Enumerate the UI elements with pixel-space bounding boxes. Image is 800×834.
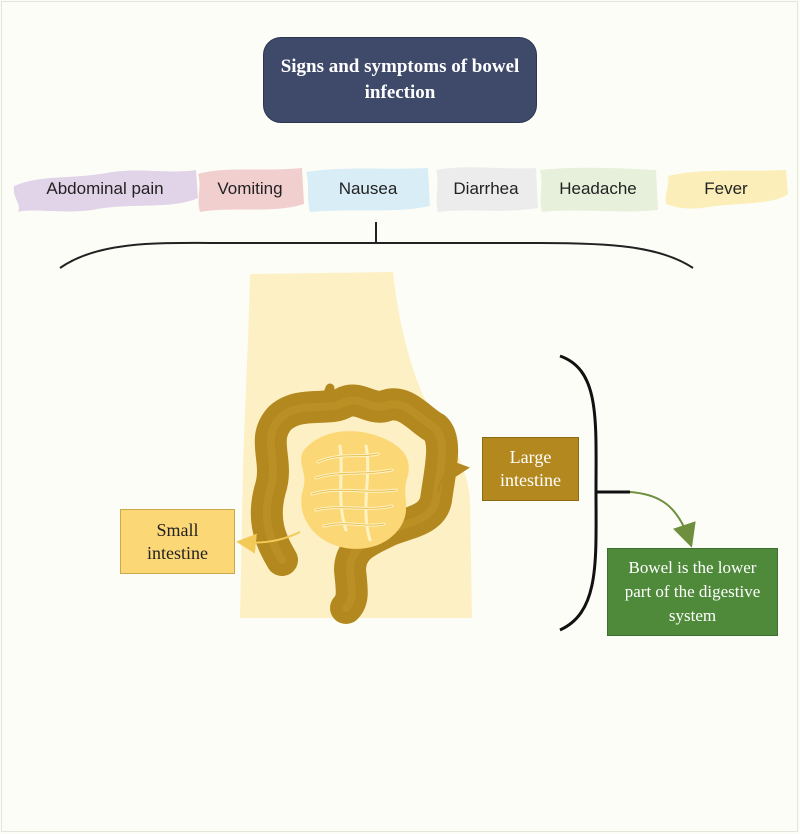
symptom-label: Abdominal pain bbox=[46, 179, 164, 198]
brush-stroke-abdominal-pain bbox=[13, 170, 198, 212]
symptom-label: Nausea bbox=[338, 179, 398, 198]
symptom-nausea: Nausea bbox=[304, 164, 432, 214]
symptom-abdominal-pain: Abdominal pain bbox=[12, 164, 198, 214]
large-intestine-arrow bbox=[437, 459, 470, 493]
small-intestine-text: Small intestine bbox=[147, 519, 208, 563]
symptom-label: Fever bbox=[704, 179, 748, 198]
brush-stroke-headache bbox=[540, 167, 658, 212]
brush-stroke-fever bbox=[665, 170, 788, 209]
symptom-vomiting: Vomiting bbox=[194, 164, 306, 214]
diagram-title: Signs and symptoms of bowel infection bbox=[263, 37, 537, 123]
symptom-label: Diarrhea bbox=[453, 179, 519, 198]
brush-stroke-nausea bbox=[306, 168, 430, 212]
brush-stroke-diarrhea bbox=[436, 167, 538, 212]
bowel-definition-label: Bowel is the lower part of the digestive… bbox=[607, 548, 778, 636]
symptom-fever: Fever bbox=[662, 164, 790, 214]
bowel-definition-text: Bowel is the lower part of the digestive… bbox=[624, 558, 761, 625]
symptoms-brace bbox=[59, 222, 694, 269]
small-intestine-arrow bbox=[236, 531, 301, 554]
diagram-title-text: Signs and symptoms of bowel infection bbox=[280, 56, 520, 103]
symptom-label: Headache bbox=[559, 179, 637, 198]
brush-stroke-vomiting bbox=[198, 168, 304, 212]
symptom-label: Vomiting bbox=[217, 179, 283, 198]
symptom-headache: Headache bbox=[536, 164, 660, 214]
definition-arrow bbox=[629, 491, 696, 548]
large-intestine-label: Large intestine bbox=[482, 437, 579, 501]
symptom-diarrhea: Diarrhea bbox=[432, 164, 540, 214]
small-intestine bbox=[301, 431, 409, 549]
large-intestine-text: Large intestine bbox=[500, 447, 561, 490]
small-intestine-label: Small intestine bbox=[120, 509, 235, 574]
